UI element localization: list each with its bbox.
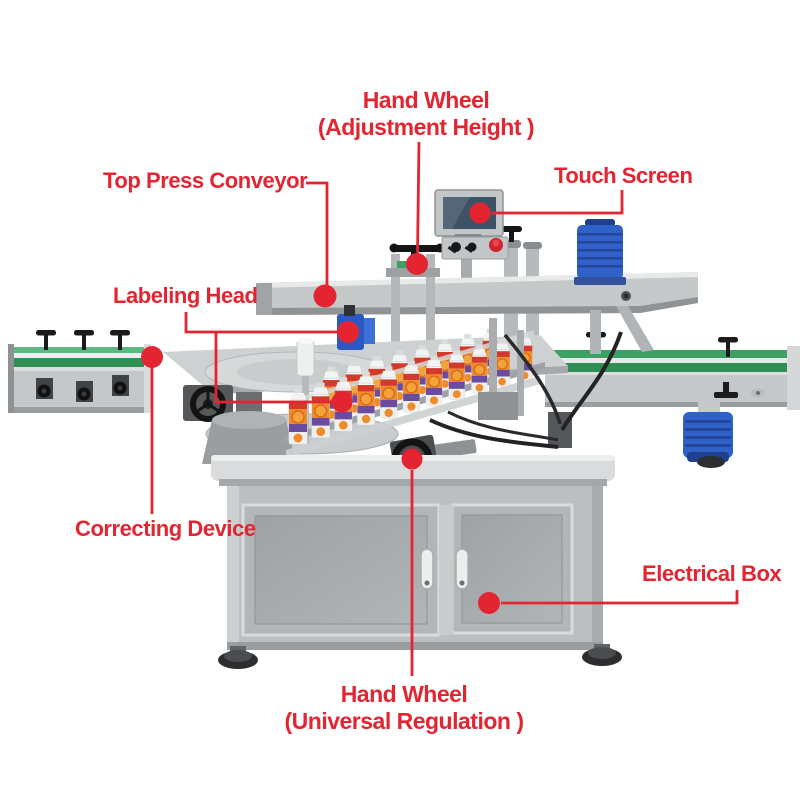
leader-touch-screen: [491, 190, 624, 215]
door-handle: [420, 548, 434, 590]
label-labeling-head: Labeling Head: [113, 283, 258, 308]
under-clamp: [714, 382, 738, 398]
top-press-conveyor-beam: [256, 219, 698, 354]
touch-screen: [434, 189, 509, 260]
dot-hand-wheel-top: [406, 253, 428, 275]
label-top-press-conveyor: Top Press Conveyor: [103, 168, 308, 193]
machine-foot: [582, 644, 622, 666]
cabinet: [211, 455, 622, 669]
label-hand-wheel-universal: Hand Wheel (Universal Regulation ): [284, 681, 524, 734]
label-touch-screen: Touch Screen: [554, 163, 693, 188]
toggle-switch: [464, 242, 477, 253]
dot-touch-screen: [469, 202, 491, 224]
leader-labeling-head-2: [214, 332, 333, 404]
right-conveyor: [545, 332, 800, 468]
dot-labeling-head-1: [337, 321, 359, 343]
left-conveyor: [8, 330, 151, 413]
beam-motor: [574, 219, 626, 285]
dot-electrical-box: [478, 592, 500, 614]
conveyor-motor: [683, 402, 733, 468]
machine-foot: [218, 646, 258, 669]
leader-hand-wheel-top: [416, 141, 421, 256]
dot-top-press-conveyor: [313, 284, 337, 308]
cabinet-door-right: [450, 503, 574, 635]
dot-labeling-head-2: [331, 391, 353, 413]
cabinet-door-left: [241, 503, 441, 637]
leader-top-press-conveyor: [306, 181, 329, 286]
leader-labeling-head-1: [184, 312, 340, 334]
toggle-switch: [447, 242, 461, 254]
leader-electrical-box: [501, 590, 739, 605]
dot-hand-wheel-bottom: [401, 448, 423, 470]
star-knob: [112, 375, 129, 396]
dot-correcting-device: [141, 346, 163, 368]
star-knob: [76, 381, 93, 402]
door-handle: [455, 548, 469, 590]
label-correcting-device: Correcting Device: [75, 516, 256, 541]
label-electrical-box: Electrical Box: [642, 561, 782, 586]
side-hand-wheel: [190, 386, 226, 422]
label-hand-wheel-adjustment: Hand Wheel (Adjustment Height ): [317, 87, 535, 140]
star-knob: [36, 378, 53, 399]
annotation-leaders: [141, 141, 739, 676]
